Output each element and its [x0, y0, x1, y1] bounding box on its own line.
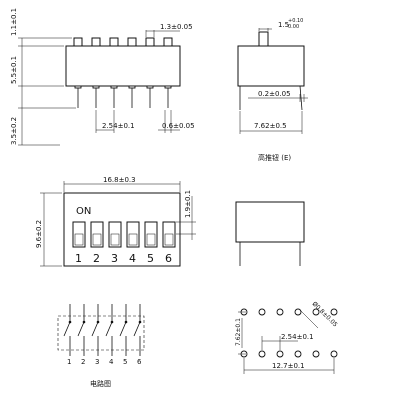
dim-pin-thickness: 0.2±0.05: [258, 90, 291, 98]
side-view-vertical-dims: [18, 37, 76, 146]
circuit-pin-number: 4: [109, 358, 114, 366]
pcb-layout: Ø0.8±0.05 7.62±0.1 2.54±0.1 12.7±0.1: [235, 300, 339, 374]
switch-number: 6: [165, 252, 172, 265]
circuit-pin-number: 1: [67, 358, 71, 366]
dim-actuator-width: 1.3±0.05: [160, 23, 193, 31]
end-view-actuator: [258, 31, 269, 47]
circuit-pin-number: 6: [137, 358, 142, 366]
dim-pin-pitch: 2.54±0.1: [102, 122, 135, 130]
dim-slot: 1.9±0.1: [184, 190, 192, 218]
circuit-pin-number: 5: [123, 358, 127, 366]
circuit-contacts: [68, 320, 142, 324]
side-view-body: [65, 45, 181, 87]
switch-slots: [72, 221, 176, 248]
dim-pin-width: 0.6±0.05: [162, 122, 195, 130]
switch-number: 4: [129, 252, 136, 265]
front-view: [235, 201, 305, 266]
circuit-switches: [63, 304, 141, 356]
dim-actuator-angle: 1.5: [278, 21, 289, 29]
side-view-actuators: [73, 37, 173, 47]
circuit-caption: 电路图: [90, 379, 111, 388]
switch-number: 5: [147, 252, 154, 265]
switch-number: 3: [111, 252, 118, 265]
front-view-body: [235, 201, 305, 243]
circuit-pin-number: 2: [81, 358, 85, 366]
top-view: ON 1 2 3 4 5 6 16.8±0.3 9.6±0.2 1.9±0.1: [35, 176, 196, 267]
end-view-caption: 高推钮 (E): [258, 153, 291, 162]
dim-row-spacing: 7.62±0.5: [254, 122, 287, 130]
dim-pcb-total: 12.7±0.1: [272, 362, 305, 370]
dim-actuator-angle-tol-bottom: 0.00: [288, 24, 299, 30]
on-label: ON: [76, 206, 91, 217]
side-view: 1.1±0.1 5.5±0.1 3.5±0.2 1.3±0.05 2.54±0.…: [10, 8, 195, 146]
dim-pcb-row-spacing: 7.62±0.1: [235, 318, 242, 346]
pcb-holes-bottom-row: [240, 350, 338, 358]
dim-actuator-angle-tol-top: +0.10: [288, 18, 303, 24]
circuit-outline: [57, 315, 145, 351]
dim-body-height: 5.5±0.1: [10, 56, 18, 84]
switch-number: 1: [75, 252, 82, 265]
switch-number: 2: [93, 252, 100, 265]
end-view-body: [237, 45, 305, 87]
circuit-pin-number: 3: [95, 358, 99, 366]
end-view: 1.5 +0.10 0.00 0.2±0.05 7.62±0.5 高推钮 (E): [237, 18, 308, 162]
dim-top-height: 1.1±0.1: [10, 8, 18, 36]
side-view-pins: [74, 85, 172, 108]
dim-pin-length: 3.5±0.2: [10, 117, 18, 145]
circuit-diagram: 1 2 3 4 5 6 电路图: [57, 304, 145, 388]
dim-length: 16.8±0.3: [103, 176, 136, 184]
dim-pcb-pitch: 2.54±0.1: [281, 333, 314, 341]
dim-width: 9.6±0.2: [35, 220, 43, 248]
